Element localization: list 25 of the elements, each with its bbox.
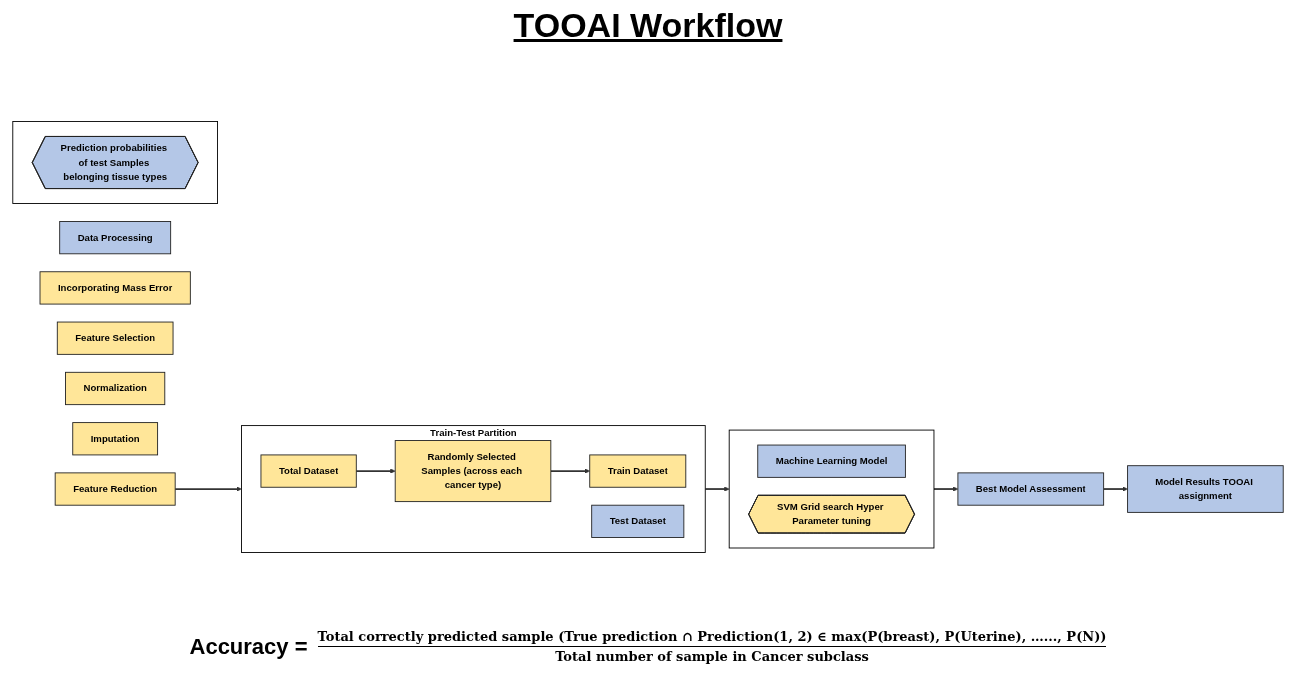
formula-denominator: Total number of sample in Cancer subclass (555, 648, 869, 664)
arrow (704, 486, 730, 492)
node-box: Train Dataset (589, 454, 687, 488)
node-box: Normalization (65, 371, 166, 406)
diagram-title: TOOAI Workflow (513, 6, 783, 45)
node-box: Feature Selection (56, 321, 174, 355)
cluster (728, 429, 935, 549)
node-box: Data Processing (59, 221, 172, 255)
formula-numerator: Total correctly predicted sample (True prediction ∩ Prediction(1, 2) ∈ max(P(breast), P(Uterine), …..., P(N)) (317, 629, 1107, 647)
node-box: Total Dataset (260, 454, 357, 488)
arrow (549, 468, 590, 474)
formula-label: Accuracy = (189, 633, 308, 660)
arrow (355, 468, 396, 474)
arrow (174, 486, 242, 492)
node-box: Best Model Assessment (957, 472, 1105, 506)
node-box: Feature Reduction (54, 472, 176, 506)
node-box: Machine Learning Model (757, 444, 906, 478)
node-box: Randomly Selected Samples (across each cancer type) (394, 440, 552, 503)
node-box: Incorporating Mass Error (39, 271, 191, 305)
node-box: Imputation (72, 422, 159, 456)
node-box: Test Dataset (591, 504, 685, 538)
arrow (1102, 486, 1128, 492)
arrow (933, 486, 959, 492)
cluster (12, 121, 218, 204)
node-box: Model Results TOOAI assignment (1127, 465, 1284, 513)
